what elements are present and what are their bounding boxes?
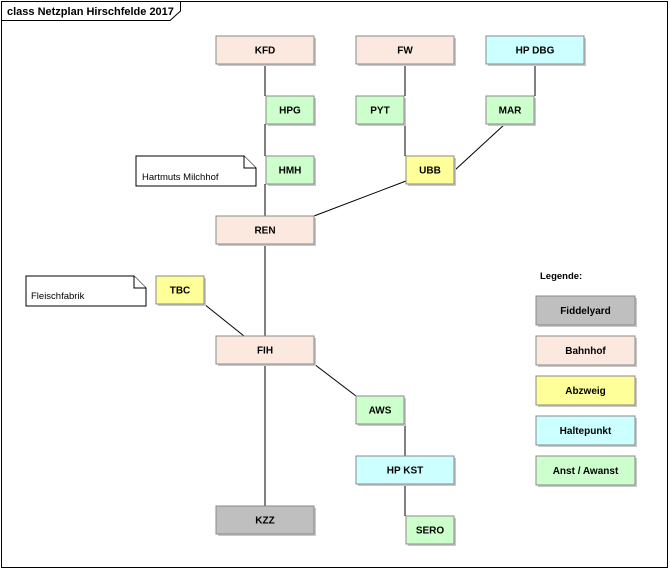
node-box	[535, 295, 636, 326]
legend-item-abzweig: Abzweig	[535, 375, 637, 407]
node-box	[265, 95, 315, 125]
legend-item-anst: Anst / Awanst	[535, 455, 637, 487]
node-label: Bahnhof	[565, 346, 606, 357]
node-fw: FW	[355, 35, 456, 66]
node-box	[535, 375, 636, 406]
node-label: MAR	[499, 106, 523, 117]
node-box	[215, 505, 315, 535]
node-ren: REN	[215, 215, 316, 246]
node-box	[355, 35, 455, 65]
edge-tbc-fih	[203, 303, 245, 337]
node-box	[155, 275, 205, 305]
node-kfd: KFD	[215, 35, 316, 66]
node-box	[485, 95, 535, 125]
node-label: KZZ	[255, 516, 274, 527]
node-box	[535, 415, 636, 446]
node-label: AWS	[369, 406, 392, 417]
node-label: Abzweig	[565, 386, 606, 397]
note-shape	[25, 275, 147, 307]
node-label: FW	[397, 46, 413, 57]
note-fold	[133, 276, 146, 289]
node-box	[215, 335, 315, 365]
node-hmh: HMH	[265, 155, 316, 186]
node-box	[485, 35, 585, 65]
node-aws: AWS	[355, 395, 406, 426]
note-fold	[243, 156, 256, 169]
node-fih: FIH	[215, 335, 316, 366]
node-kzz: KZZ	[215, 505, 316, 536]
node-ubb: UBB	[405, 155, 456, 186]
node-box	[355, 455, 455, 485]
node-sero: SERO	[405, 515, 456, 546]
node-box	[355, 95, 405, 125]
node-label: Anst / Awanst	[553, 466, 619, 477]
node-hpg: HPG	[265, 95, 316, 126]
node-label: Haltepunkt	[560, 426, 612, 437]
node-mar: MAR	[485, 95, 536, 126]
node-box	[265, 155, 315, 185]
edge-fih-aws	[313, 363, 357, 397]
node-box	[405, 155, 455, 185]
note-text: Fleischfabrik	[31, 291, 85, 302]
node-label: HP KST	[387, 466, 424, 477]
note-milchhof: Hartmuts Milchhof	[135, 155, 257, 187]
legend-item-haltepunkt: Haltepunkt	[535, 415, 637, 447]
title-tab	[1, 1, 181, 21]
node-box	[535, 335, 636, 366]
legend-item-fiddelyard: Fiddelyard	[535, 295, 637, 327]
node-label: TBC	[170, 286, 191, 297]
node-label: KFD	[255, 46, 276, 57]
node-box	[355, 395, 405, 425]
nodes-layer: KFD FW HP DBG HPG PYT MAR HMH UBB REN TBC FIH AWS HP…	[155, 35, 586, 546]
node-label: HMH	[279, 166, 302, 177]
node-label: HP DBG	[516, 46, 555, 57]
node-hpdbg: HP DBG	[485, 35, 586, 66]
node-label: UBB	[419, 166, 441, 177]
node-box	[215, 35, 315, 65]
edge-ubb-ren	[313, 180, 407, 217]
node-pyt: PYT	[355, 95, 406, 126]
legend-item-bahnhof: Bahnhof	[535, 335, 637, 367]
node-hpkst: HP KST	[355, 455, 456, 486]
node-label: SERO	[416, 526, 445, 537]
node-label: Fiddelyard	[560, 306, 611, 317]
legend-title: Legende:	[540, 271, 582, 282]
note-fleischfabrik: Fleischfabrik	[25, 275, 147, 307]
edge-mar-ubb	[454, 123, 506, 171]
node-label: FIH	[257, 346, 273, 357]
diagram-title: class Netzplan Hirschfelde 2017	[7, 6, 174, 18]
edges-layer	[203, 64, 536, 516]
node-box	[215, 215, 315, 245]
node-tbc: TBC	[155, 275, 206, 306]
legend: Legende: FiddelyardBahnhofAbzweigHaltepu…	[535, 271, 637, 487]
node-label: PYT	[370, 106, 389, 117]
note-text: Hartmuts Milchhof	[142, 172, 219, 183]
node-box	[535, 455, 636, 486]
note-shape	[135, 155, 257, 187]
node-label: REN	[254, 226, 275, 237]
node-box	[405, 515, 455, 545]
node-label: HPG	[279, 106, 301, 117]
